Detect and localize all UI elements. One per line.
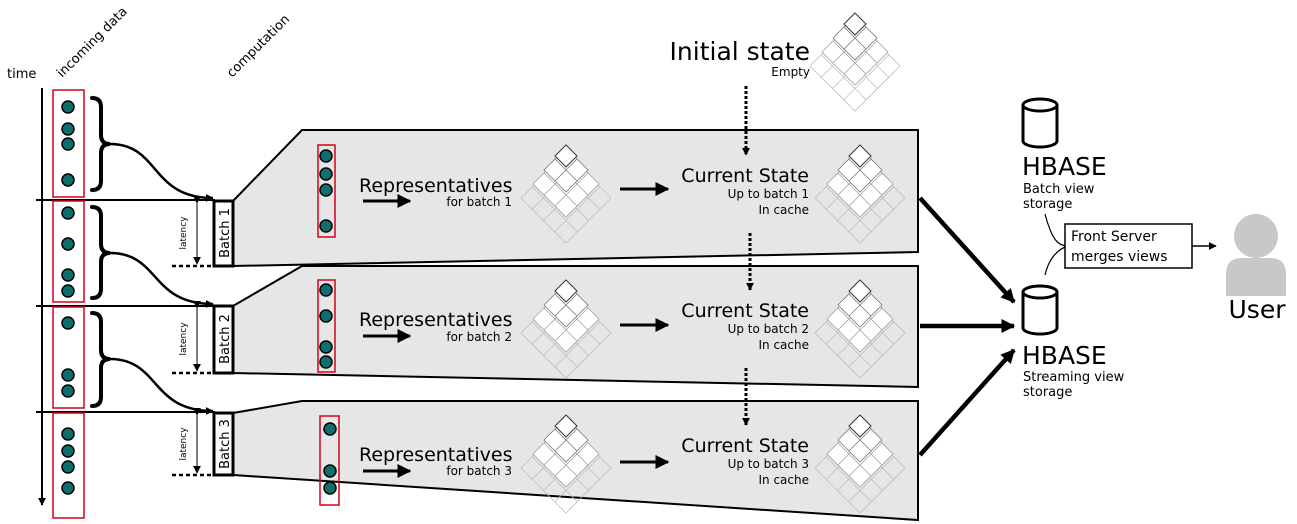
hbase-streaming-line2: storage (1023, 385, 1072, 400)
front-server-line2: merges views (1071, 249, 1168, 265)
data-point (319, 355, 333, 369)
incoming-data-window-4 (52, 412, 85, 519)
data-point (61, 206, 75, 220)
data-point (61, 122, 75, 136)
incoming-data-window-2 (52, 200, 85, 303)
batch-label-3: Batch 3 (218, 419, 233, 469)
hbase-batch-line2: storage (1023, 197, 1072, 212)
batch-label-1: Batch 1 (218, 208, 233, 258)
latency-label-2: latency (179, 322, 189, 356)
data-point (319, 283, 333, 297)
current-state-title-1: Current State (681, 165, 809, 187)
data-point (61, 100, 75, 114)
data-point (319, 340, 333, 354)
brace-to-batch-1 (109, 142, 214, 202)
initial-state-title: Initial state (670, 37, 810, 66)
data-point (61, 268, 75, 282)
hbase-batch-line1: Batch view (1023, 182, 1095, 197)
data-point (323, 464, 337, 478)
current-state-line1-2: Up to batch 2 (728, 322, 809, 336)
incoming-data-window-3 (52, 306, 85, 409)
data-point (323, 422, 337, 436)
time-label: time (7, 67, 36, 82)
initial-state-pyramid-icon (809, 12, 901, 112)
data-point (319, 149, 333, 163)
data-point (61, 284, 75, 298)
hbase-batch-title: HBASE (1022, 152, 1107, 181)
front-server-box (1064, 223, 1193, 269)
representatives-subtitle-2: for batch 2 (446, 330, 512, 344)
data-point (319, 167, 333, 181)
representatives-box-2 (317, 279, 336, 373)
window-brace (90, 205, 111, 300)
data-point (61, 316, 75, 330)
data-point (61, 460, 75, 474)
incoming-data-label: incoming data (54, 4, 130, 80)
current-state-line2-3: In cache (759, 473, 810, 487)
data-point (61, 384, 75, 398)
data-point (319, 219, 333, 233)
window-brace (90, 96, 111, 192)
data-point (61, 427, 75, 441)
current-state-title-2: Current State (681, 300, 809, 322)
representatives-box-3 (319, 415, 340, 506)
current-state-line2-2: In cache (759, 338, 810, 352)
latency-label-3: latency (179, 427, 189, 461)
representatives-title-2: Representatives (359, 309, 512, 331)
data-point (61, 237, 75, 251)
brace-to-batch-3 (109, 357, 214, 415)
representatives-subtitle-1: for batch 1 (446, 195, 512, 209)
panel-to-hbase-arrow-1 (918, 196, 1016, 304)
hbase-streaming-database-icon (1021, 284, 1059, 336)
data-point (319, 309, 333, 323)
current-state-title-3: Current State (681, 435, 809, 457)
data-point (61, 137, 75, 151)
representatives-box-1 (317, 144, 336, 238)
brace-to-batch-2 (109, 251, 214, 308)
hbase-streaming-line1: Streaming view (1023, 370, 1125, 385)
batch-label-2: Batch 2 (218, 314, 233, 364)
computation-label: computation (224, 12, 293, 81)
batch-box-1 (212, 199, 235, 268)
hbase-streaming-title: HBASE (1022, 341, 1107, 370)
panel-to-hbase-arrow-3 (918, 348, 1016, 457)
data-point (323, 481, 337, 495)
data-point (61, 481, 75, 495)
user-label: User (1229, 295, 1287, 324)
data-point (61, 444, 75, 458)
representatives-subtitle-3: for batch 3 (446, 464, 512, 478)
latency-label-1: latency (179, 216, 189, 250)
current-state-line1-1: Up to batch 1 (728, 187, 809, 201)
hbase-batch-database-icon (1021, 97, 1059, 149)
data-point (61, 173, 75, 187)
front-server-line1: Front Server (1071, 229, 1157, 245)
representatives-title-3: Representatives (359, 444, 512, 466)
batch-box-3 (212, 411, 235, 477)
data-point (319, 183, 333, 197)
representatives-title-1: Representatives (359, 175, 512, 197)
data-point (61, 368, 75, 382)
current-state-line1-3: Up to batch 3 (728, 457, 809, 471)
current-state-line2-1: In cache (759, 203, 810, 217)
window-brace (90, 311, 111, 408)
batch-box-2 (212, 304, 235, 375)
user-person-icon (1226, 214, 1286, 296)
incoming-data-window-1 (52, 89, 85, 198)
initial-state-subtitle: Empty (771, 65, 810, 79)
